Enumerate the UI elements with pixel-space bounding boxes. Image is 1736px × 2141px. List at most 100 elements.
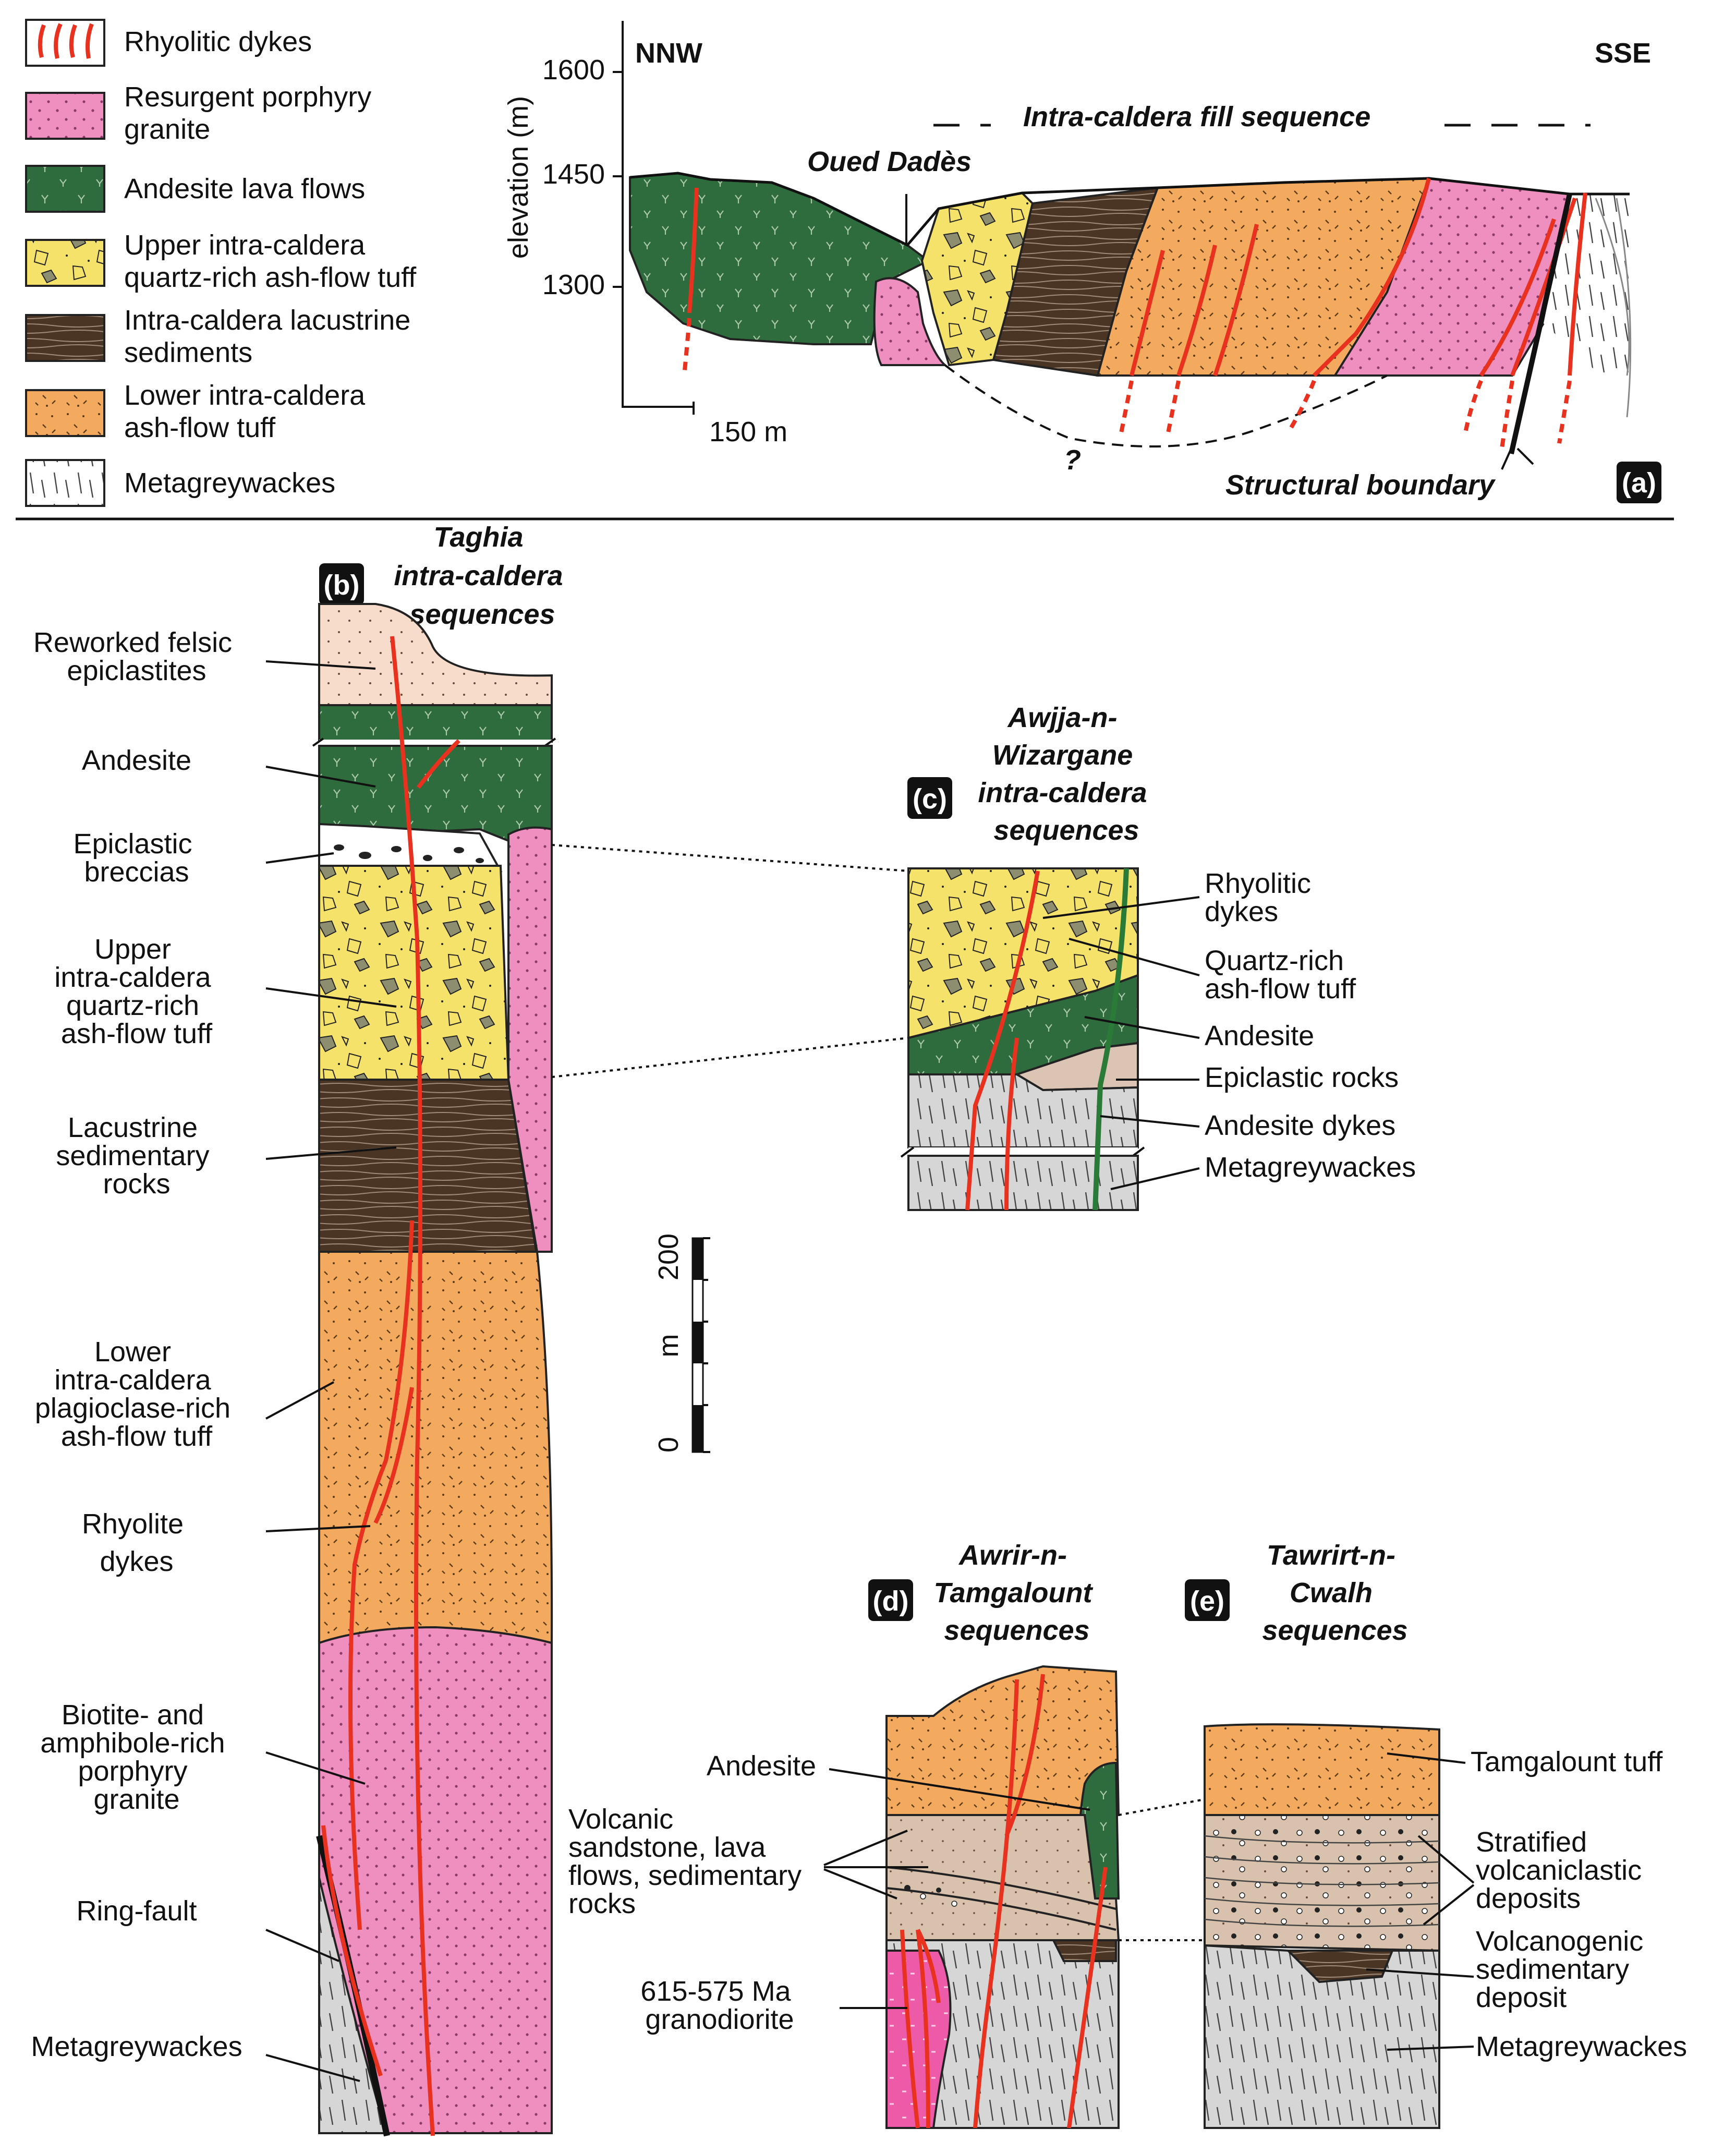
badge-d-text: (d) xyxy=(873,1586,909,1617)
badge-a-text: (a) xyxy=(1622,467,1656,499)
e-label-volcanogenic: Volcanogenic sedimentary deposit xyxy=(1476,1926,1651,2013)
y-tick-1300: 1300 xyxy=(542,269,605,300)
dir-right-label: SSE xyxy=(1595,38,1651,69)
y-tick-1450: 1450 xyxy=(542,159,605,190)
c-metagreywackes-lower xyxy=(907,1155,1139,1211)
label-upper-tuff: Upper intra-caldera quartz-rich ash-flow… xyxy=(54,934,218,1049)
panel-d-labels: Andesite Volcanic sandstone, lava flows,… xyxy=(568,1750,1205,2035)
legend-label: Metagreywackes xyxy=(124,467,335,499)
rhyolite-dykes-b xyxy=(321,636,460,2136)
panel-b-taghia-column: (b) Taghia intra-caldera sequences xyxy=(312,522,570,2137)
c-label-rhyolitic: Rhyolitic dykes xyxy=(1205,868,1319,927)
d-tamgalount-tuff xyxy=(885,1665,1120,1816)
badge-e xyxy=(1185,1579,1230,1621)
scale-top-label: 200 xyxy=(653,1233,684,1280)
rhyolite-dykes-a xyxy=(682,178,1587,449)
y-axis-label: elevation (m) xyxy=(503,96,534,259)
panel-b-title: Taghia intra-caldera sequences xyxy=(394,522,570,630)
label-reworked: Reworked felsic epiclastites xyxy=(33,627,240,686)
label-rhyolite-dykes: Rhyolite dykes xyxy=(82,1508,191,1577)
d-label-granodiorite: 615-575 Ma granodiorite xyxy=(640,1976,798,2035)
panel-a-ticks xyxy=(613,71,623,288)
e-stratified-deposits xyxy=(1204,1814,1440,1952)
c-label-andesite: Andesite xyxy=(1205,1020,1314,1051)
legend-swatch-lower-tuff xyxy=(25,389,105,437)
panel-e-title: Tawrirt-n- Cwalh sequences xyxy=(1262,1540,1407,1646)
d-label-volcanic: Volcanic sandstone, lava flows, sediment… xyxy=(568,1804,809,1919)
label-metagreywackes: Metagreywackes xyxy=(31,2031,242,2062)
panel-d-title: Awrir-n- Tamgalount sequences xyxy=(933,1540,1100,1646)
label-lacustrine: Lacustrine sedimentary rocks xyxy=(56,1112,217,1200)
legend-label: Rhyolitic dykes xyxy=(124,26,312,57)
y-tick-1600: 1600 xyxy=(542,54,605,86)
e-label-stratified: Stratified volcaniclastic deposits xyxy=(1476,1826,1649,1914)
panel-c-labels: Rhyolitic dykes Quartz-rich ash-flow tuf… xyxy=(551,844,1416,1190)
panel-b-labels: Reworked felsic epiclastites Andesite Ep… xyxy=(31,627,397,2082)
badge-e-text: (e) xyxy=(1190,1586,1224,1617)
c-rhyolite-dykes xyxy=(965,870,1040,1211)
question-mark: ? xyxy=(1064,444,1081,476)
fill-sequence-label: Intra-caldera fill sequence xyxy=(1023,101,1370,132)
label-lower-tuff: Lower intra-caldera plagioclase-rich ash… xyxy=(35,1336,238,1452)
badge-d xyxy=(868,1579,913,1621)
label-andesite: Andesite xyxy=(82,745,191,776)
river-label: Oued Dadès xyxy=(807,146,972,177)
granite-dyke-right xyxy=(507,826,553,1253)
legend-item-metagreywackes: Metagreywackes xyxy=(25,459,335,507)
layer-andesite-upper xyxy=(318,704,553,743)
e-label-metagreywackes: Metagreywackes xyxy=(1476,2031,1687,2062)
panel-c-title: Awjja-n- Wizargane intra-caldera sequenc… xyxy=(978,702,1155,846)
legend-swatch-lacustrine xyxy=(25,314,105,362)
panel-d-awrir-column: (d) Awrir-n- Tamgalount sequences xyxy=(868,1540,1120,2129)
legend-label: Andesite lava flows xyxy=(124,173,365,204)
badge-c xyxy=(907,777,952,819)
scale-label: 150 m xyxy=(709,416,787,447)
c-label-metagreywackes: Metagreywackes xyxy=(1205,1152,1416,1183)
granite-intrusion-small xyxy=(873,277,948,366)
panel-e-labels: Tamgalount tuff Stratified volcaniclasti… xyxy=(1366,1746,1687,2062)
d-label-andesite: Andesite xyxy=(707,1750,816,1782)
caldera-floor-dashed xyxy=(944,364,1388,447)
c-label-quartz: Quartz-rich ash-flow tuff xyxy=(1205,945,1356,1005)
breccia-clasts xyxy=(334,844,484,863)
layer-lacustrine xyxy=(318,1079,539,1258)
legend-swatch-metagreywacke xyxy=(25,459,105,507)
badge-b-text: (b) xyxy=(324,570,360,601)
legend-item-rhyolitic-dykes: Rhyolitic dykes xyxy=(25,19,312,67)
legend-swatch-granite xyxy=(25,92,105,140)
panel-a-cross-section: 1600 1450 1300 elevation (m) 150 m xyxy=(503,21,1661,503)
c-andesite-dykes xyxy=(1092,868,1129,1211)
label-ring-fault: Ring-fault xyxy=(76,1895,197,1927)
structural-boundary-label: Structural boundary xyxy=(1225,469,1496,501)
legend-swatch-andesite xyxy=(25,165,105,213)
scale-bottom-label: 0 xyxy=(653,1437,684,1453)
vertical-scale-bar: 200 m 0 xyxy=(653,1233,710,1453)
dir-left-label: NNW xyxy=(635,38,702,69)
metagreywacke-zone xyxy=(1544,194,1630,376)
badge-a xyxy=(1617,462,1661,503)
d-granodiorite xyxy=(885,1950,952,2129)
scale-unit-label: m xyxy=(653,1334,684,1358)
c-label-andesite-dykes: Andesite dykes xyxy=(1205,1110,1395,1141)
e-metagreywackes xyxy=(1204,1944,1440,2129)
layer-reworked-epiclastites xyxy=(318,603,553,706)
legend-swatch-upper-tuff xyxy=(25,239,105,287)
badge-b xyxy=(319,563,364,605)
c-label-epiclastic: Epiclastic rocks xyxy=(1205,1062,1399,1093)
label-granite: Biotite- and amphibole-rich porphyry gra… xyxy=(40,1699,233,1815)
badge-c-text: (c) xyxy=(913,783,947,815)
label-breccias: Epiclastic breccias xyxy=(73,828,200,888)
e-label-tamgalount: Tamgalount tuff xyxy=(1471,1746,1663,1777)
d-rhyolite-dykes xyxy=(900,1674,1108,2128)
panel-e-tawrirt-column: (e) Tawrirt-n- Cwalh sequences xyxy=(1185,1540,1440,2129)
panel-c-awjja-column: Awjja-n- Wizargane intra-caldera sequenc… xyxy=(900,702,1155,1211)
panel-a-axes xyxy=(622,21,694,408)
